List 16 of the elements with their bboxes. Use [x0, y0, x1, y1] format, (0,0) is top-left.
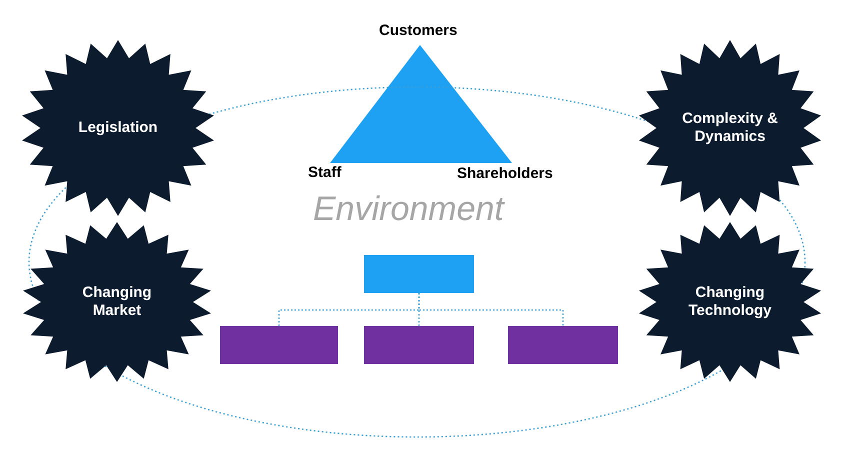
starburst-shape [638, 40, 822, 216]
org-chart-box [364, 255, 474, 293]
starburst-shape [21, 40, 215, 216]
org-chart-box [220, 326, 338, 364]
vertex-label: Shareholders [457, 165, 553, 182]
connector-line [418, 293, 564, 326]
org-chart-box [508, 326, 618, 364]
vertex-label: Staff [308, 164, 342, 181]
starburst-shape [638, 222, 822, 382]
org-chart-box [364, 326, 474, 364]
shape-label: Changing Market [81, 284, 153, 320]
vertex-label: Customers [379, 22, 458, 39]
ellipse-title: Environment [313, 190, 504, 229]
shape-label: Complexity & Dynamics [681, 110, 779, 146]
shape-label: Legislation [77, 119, 159, 137]
shape-label: Changing Technology [687, 284, 773, 320]
